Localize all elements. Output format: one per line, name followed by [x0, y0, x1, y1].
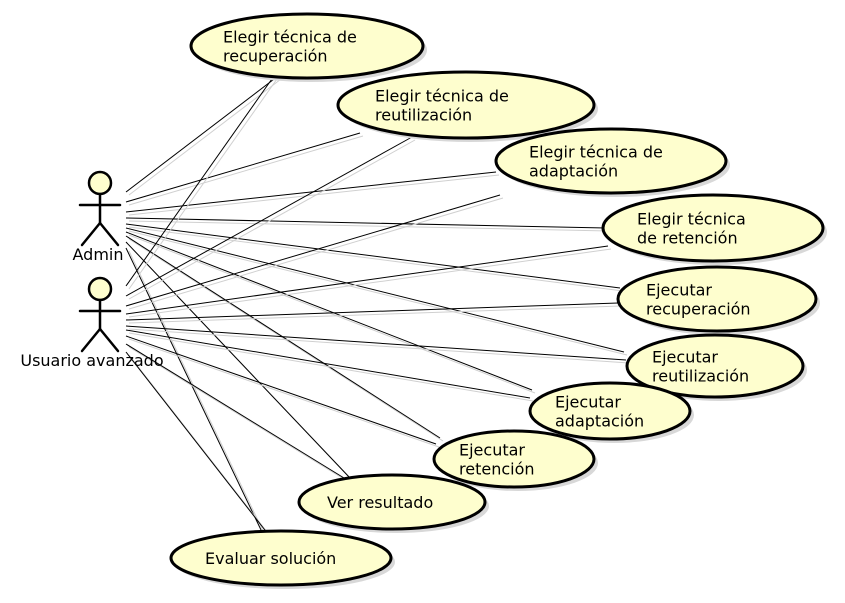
association-shadow: [128, 135, 364, 206]
use-case-label: retención: [459, 460, 535, 479]
association-shadow: [128, 354, 272, 538]
use-case-label: Elegir técnica: [637, 210, 746, 229]
association-admin-uc5: [125, 223, 621, 289]
association-power_user-uc10: [125, 351, 269, 535]
association-shadow: [128, 78, 278, 290]
use-case-label: adaptación: [529, 162, 618, 181]
use-case-ellipse: [601, 193, 825, 263]
use-case-label: reutilización: [652, 367, 749, 386]
association-shadow: [128, 332, 534, 402]
use-case-ellipse: [189, 12, 425, 80]
actor-admin[interactable]: Admin: [73, 170, 124, 264]
actor-left-leg: [80, 327, 102, 353]
use-case-ellipse: [297, 473, 487, 531]
use-case-label: Evaluar solución: [205, 549, 336, 568]
use-case-ellipse: [494, 127, 728, 195]
use-case-label: recuperación: [223, 47, 328, 66]
association-power_user-uc5: [125, 302, 619, 321]
association-power_user-uc9: [125, 343, 345, 479]
association-admin-uc9: [125, 241, 351, 479]
associations: [125, 72, 630, 538]
use-case-ellipse: [432, 429, 596, 489]
actor-head-icon: [87, 170, 113, 196]
association-admin-uc1: [125, 72, 283, 193]
use-case-label: recuperación: [646, 300, 751, 319]
association-power_user-uc2: [125, 136, 413, 297]
use-case-label: Ver resultado: [327, 493, 433, 512]
actor-label: Admin: [73, 245, 124, 264]
use-case-uc9[interactable]: Ver resultado: [297, 473, 489, 533]
association-power_user-uc1: [125, 75, 275, 287]
association-shadow: [128, 305, 622, 324]
association-shadow: [128, 220, 610, 232]
association-admin-uc4: [125, 217, 607, 229]
use-case-label: Ejecutar: [646, 281, 712, 300]
use-case-label: Ejecutar: [652, 348, 718, 367]
use-case-uc10[interactable]: Evaluar solución: [169, 529, 395, 589]
association-power_user-uc6: [125, 325, 627, 361]
actor-head-icon: [87, 276, 113, 302]
use-case-ellipse: [625, 333, 805, 399]
actor-right-leg: [98, 221, 120, 247]
association-shadow: [128, 226, 624, 292]
association-shadow: [128, 328, 630, 364]
association-shadow: [128, 250, 266, 536]
actor-label: Usuario avanzado: [20, 351, 163, 370]
association-shadow: [128, 346, 348, 482]
association-shadow: [128, 139, 416, 300]
use-case-ellipse: [336, 70, 596, 140]
actor-left-leg: [80, 221, 102, 247]
association-power_user-uc4: [125, 245, 609, 315]
use-case-ellipse: [528, 381, 692, 441]
actor-power_user[interactable]: Usuario avanzado: [20, 276, 164, 370]
association-shadow: [128, 230, 628, 356]
association-power_user-uc3: [125, 194, 501, 307]
use-case-label: Ejecutar: [555, 393, 621, 412]
association-shadow: [128, 338, 440, 448]
use-case-label: Elegir técnica de: [223, 28, 357, 47]
association-shadow: [128, 174, 500, 216]
association-shadow: [128, 197, 504, 310]
association-admin-uc2: [125, 132, 361, 203]
association-shadow: [128, 75, 286, 196]
use-case-ellipse: [616, 265, 818, 333]
use-case-label: reutilización: [375, 106, 472, 125]
association-shadow: [128, 248, 612, 318]
use-case-label: Elegir técnica de: [529, 143, 663, 162]
use-case-label: adaptación: [555, 412, 644, 431]
use-case-label: de retención: [637, 229, 738, 248]
use-case-label: Ejecutar: [459, 441, 525, 460]
actor-right-leg: [98, 327, 120, 353]
association-admin-uc6: [125, 227, 625, 353]
association-power_user-uc8: [125, 335, 437, 445]
association-admin-uc3: [125, 171, 497, 213]
association-power_user-uc7: [125, 329, 531, 399]
use-case-label: Elegir técnica de: [375, 87, 509, 106]
use-case-ellipse: [169, 529, 393, 587]
association-admin-uc10: [125, 247, 263, 533]
